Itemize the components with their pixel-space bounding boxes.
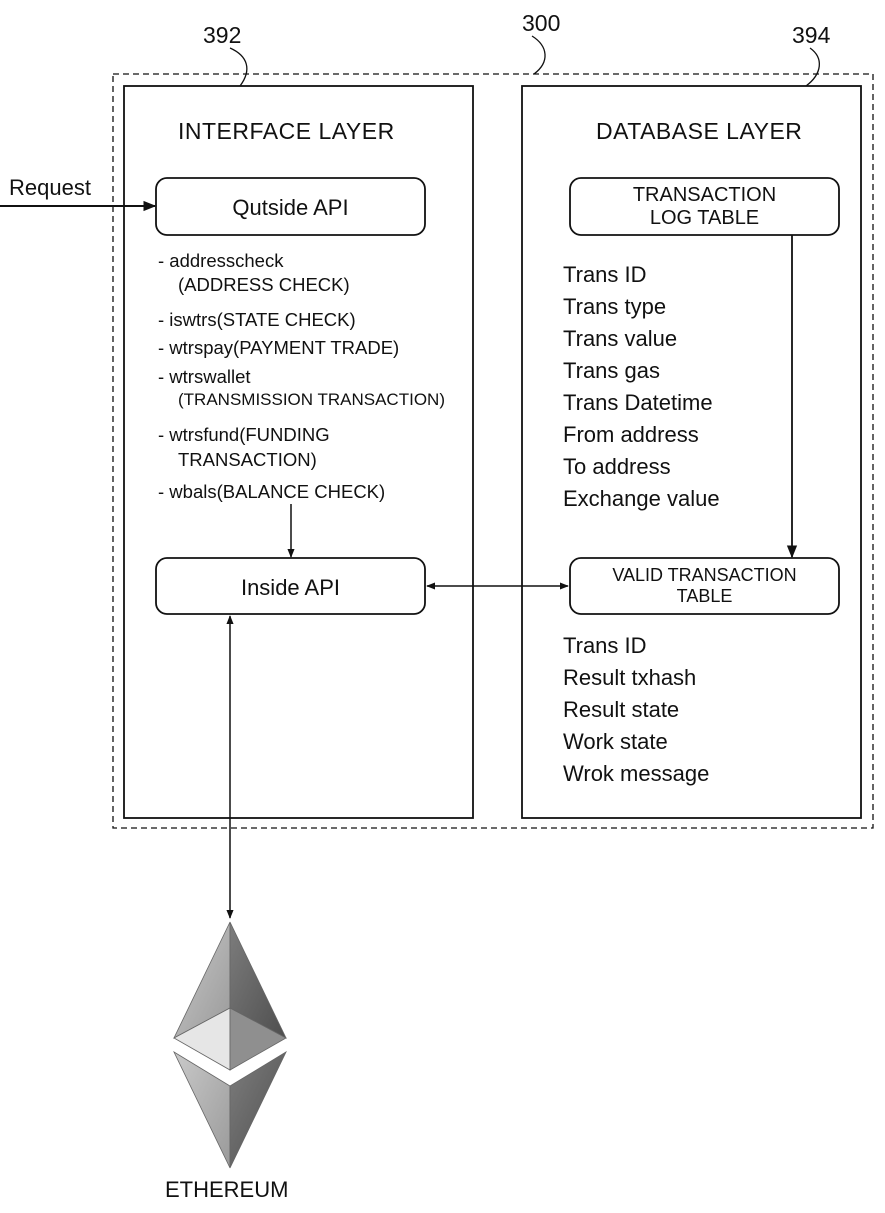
inside-api-box	[155, 557, 426, 615]
interface-layer-title: INTERFACE LAYER	[178, 118, 395, 144]
valid-transaction-table-box	[569, 557, 840, 615]
api-item-wtrspay: - wtrspay(PAYMENT TRADE)	[158, 337, 400, 358]
request-label: Request	[9, 175, 91, 200]
transaction-log-fields: Trans ID Trans type Trans value Trans ga…	[563, 259, 720, 515]
log-field: Trans type	[563, 294, 667, 319]
outside-api-label: Qutside API	[232, 195, 349, 220]
leader-300	[531, 35, 546, 75]
leader-392	[229, 47, 248, 87]
log-field: Trans gas	[563, 358, 661, 383]
system-boundary	[112, 73, 874, 829]
inside-api-label: Inside API	[240, 575, 341, 600]
ref-394: 394	[792, 22, 831, 48]
leader-394	[805, 47, 820, 87]
valid-field: Wrok message	[563, 761, 710, 786]
api-item-wtrswallet-desc: (TRANSMISSION TRANSACTION)	[178, 390, 445, 409]
log-field: Trans value	[563, 326, 678, 351]
api-item-wtrswallet: - wtrswallet	[158, 366, 251, 387]
api-item-iswtrs: - iswtrs(STATE CHECK)	[158, 309, 356, 330]
valid-field: Work state	[563, 729, 668, 754]
transaction-log-table-box	[569, 177, 840, 236]
log-field: To address	[563, 454, 671, 479]
valid-transaction-table-label: VALID TRANSACTION TABLE	[570, 565, 839, 606]
database-layer-box	[521, 85, 862, 819]
interface-layer-box	[123, 85, 474, 819]
log-field: Trans Datetime	[563, 390, 713, 415]
valid-field: Result state	[563, 697, 680, 722]
valid-transaction-table-line2: TABLE	[676, 585, 733, 606]
ref-300: 300	[522, 10, 561, 36]
api-item-wbals: - wbals(BALANCE CHECK)	[158, 481, 386, 502]
ref-392: 392	[203, 22, 242, 48]
ethereum-logo-icon	[173, 921, 287, 1169]
api-item-wtrsfund-desc: TRANSACTION)	[178, 449, 317, 470]
valid-transaction-fields: Trans ID Result txhash Result state Work…	[563, 630, 709, 790]
ethereum-label: ETHEREUM	[165, 1177, 289, 1202]
transaction-log-table-line2: LOG TABLE	[649, 207, 760, 229]
valid-field: Trans ID	[563, 633, 647, 658]
transaction-log-table-line1: TRANSACTION	[632, 184, 777, 206]
log-field: Trans ID	[563, 262, 647, 287]
valid-transaction-table-line1: VALID TRANSACTION	[612, 565, 797, 585]
api-item-wtrsfund: - wtrsfund(FUNDING	[158, 424, 330, 445]
api-item-addresscheck-desc: (ADDRESS CHECK)	[178, 274, 350, 295]
database-layer-title: DATABASE LAYER	[596, 118, 803, 144]
api-item-addresscheck: - addresscheck	[158, 250, 284, 271]
valid-field: Result txhash	[563, 665, 697, 690]
transaction-log-table-label: TRANSACTION LOG TABLE	[570, 184, 839, 230]
log-field: Exchange value	[563, 486, 720, 511]
log-field: From address	[563, 422, 699, 447]
